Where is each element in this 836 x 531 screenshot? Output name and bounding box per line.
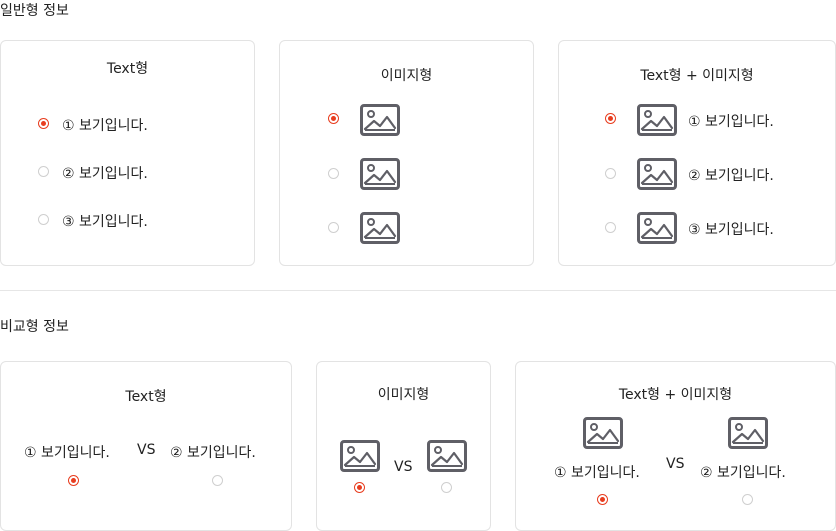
radio-option-1[interactable]: [38, 118, 49, 129]
section-divider: [0, 290, 836, 291]
option-3-label: ③ 보기입니다.: [688, 222, 774, 238]
vs-label: VS: [137, 442, 156, 458]
radio-option-3[interactable]: [38, 214, 49, 225]
vs-label: VS: [666, 456, 685, 472]
section-title-general: 일반형 정보: [0, 3, 69, 19]
image-icon: [637, 158, 677, 190]
card-image: 이미지형: [279, 40, 534, 266]
left-radio[interactable]: [68, 475, 79, 486]
image-icon: [728, 417, 768, 449]
card-title: 이미지형: [377, 387, 430, 403]
option-2-label: ② 보기입니다.: [688, 168, 774, 184]
card-text: Text형 ① 보기입니다. ② 보기입니다. ③ 보기입니다.: [0, 40, 255, 266]
card-title: Text형 + 이미지형: [618, 387, 733, 403]
option-3-label: ③ 보기입니다.: [62, 214, 148, 230]
radio-option-2[interactable]: [38, 166, 49, 177]
card-title: Text형 + 이미지형: [640, 68, 754, 84]
option-2-label: ② 보기입니다.: [62, 166, 148, 182]
right-radio[interactable]: [212, 475, 223, 486]
option-1-label: ① 보기입니다.: [62, 118, 148, 134]
compare-card-text: Text형 ① 보기입니다. VS ② 보기입니다.: [0, 361, 292, 531]
image-icon: [360, 212, 400, 244]
left-radio[interactable]: [354, 482, 365, 493]
card-text-image: Text형 + 이미지형 ① 보기입니다. ② 보기입니다. ③ 보기입니다.: [558, 40, 836, 266]
right-option-label: ② 보기입니다.: [170, 445, 256, 461]
right-radio[interactable]: [441, 482, 452, 493]
compare-card-text-image: Text형 + 이미지형 ① 보기입니다. VS ② 보기입니다.: [515, 361, 836, 531]
left-radio[interactable]: [597, 494, 608, 505]
image-icon: [427, 440, 467, 472]
image-icon: [583, 417, 623, 449]
radio-option-2[interactable]: [605, 168, 616, 179]
card-title: Text형: [125, 389, 167, 405]
radio-option-2[interactable]: [328, 168, 339, 179]
radio-option-1[interactable]: [605, 113, 616, 124]
image-icon: [360, 104, 400, 136]
radio-option-3[interactable]: [605, 222, 616, 233]
left-option-label: ① 보기입니다.: [554, 465, 640, 481]
image-icon: [360, 158, 400, 190]
right-option-label: ② 보기입니다.: [700, 465, 786, 481]
card-title: Text형: [106, 61, 149, 77]
image-icon: [637, 104, 677, 136]
radio-option-3[interactable]: [328, 222, 339, 233]
image-icon: [340, 440, 380, 472]
left-option-label: ① 보기입니다.: [24, 445, 110, 461]
compare-card-image: 이미지형 VS: [316, 361, 491, 531]
image-icon: [637, 212, 677, 244]
card-title: 이미지형: [380, 68, 433, 84]
right-radio[interactable]: [742, 494, 753, 505]
option-1-label: ① 보기입니다.: [688, 114, 774, 130]
radio-option-1[interactable]: [328, 113, 339, 124]
section-title-compare: 비교형 정보: [0, 319, 69, 335]
vs-label: VS: [394, 459, 413, 475]
